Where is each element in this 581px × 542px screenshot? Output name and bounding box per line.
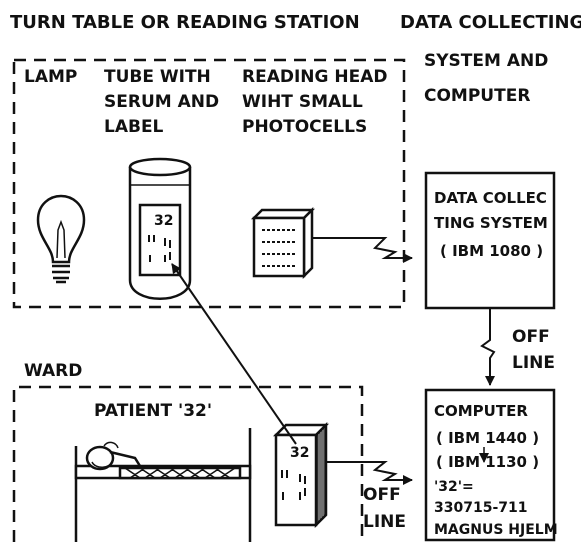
ward-box xyxy=(12,385,364,542)
head-to-dcs-line xyxy=(312,237,413,263)
dcs-title-line1: DATA COLLECTING xyxy=(400,12,581,33)
head-label-1: READING HEAD xyxy=(242,67,388,87)
lamp-label: LAMP xyxy=(24,67,77,87)
computer-line5: 330715-711 xyxy=(434,500,527,516)
dcs-line3: ( IBM 1080 ) xyxy=(440,242,543,260)
offline-1-line1: OFF xyxy=(512,327,550,347)
tube-label-1: TUBE WITH xyxy=(104,67,211,87)
patient-bed-icon xyxy=(74,428,252,542)
dcs-line1: DATA COLLEC xyxy=(434,189,547,207)
card-to-tube-arrow xyxy=(171,263,297,445)
dcs-to-computer-arrow xyxy=(480,308,496,386)
reading-head-icon xyxy=(250,206,316,280)
punch-card-stack-icon xyxy=(272,421,330,529)
ward-label: WARD xyxy=(24,361,82,381)
lamp-bulb-icon xyxy=(36,194,86,284)
reading-station-box xyxy=(12,58,406,309)
computer-line3: ( IBM 1130 ) xyxy=(436,453,539,471)
tube-label-3: LABEL xyxy=(104,117,164,137)
head-label-2: WIHT SMALL xyxy=(242,92,363,112)
card-to-computer-arrow xyxy=(326,461,413,485)
station-title: TURN TABLE OR READING STATION xyxy=(10,12,360,33)
dcs-title-line2: SYSTEM AND xyxy=(424,51,548,71)
computer-line4: '32'= xyxy=(434,479,474,495)
offline-1-line2: LINE xyxy=(512,353,555,373)
head-label-3: PHOTOCELLS xyxy=(242,117,367,137)
computer-line1: COMPUTER xyxy=(434,402,528,420)
computer-line2: ( IBM 1440 ) xyxy=(436,429,539,447)
patient-label: PATIENT '32' xyxy=(94,401,212,421)
tube-number: 32 xyxy=(154,213,173,229)
computer-box xyxy=(424,388,556,542)
dcs-title-line3: COMPUTER xyxy=(424,86,530,106)
computer-line6: MAGNUS HJELM xyxy=(434,522,558,538)
offline-2-line1: OFF xyxy=(363,485,401,505)
dcs-line2: TING SYSTEM xyxy=(434,214,548,232)
offline-2-line2: LINE xyxy=(363,512,406,532)
tube-label-2: SERUM AND xyxy=(104,92,219,112)
card-number: 32 xyxy=(290,445,309,461)
